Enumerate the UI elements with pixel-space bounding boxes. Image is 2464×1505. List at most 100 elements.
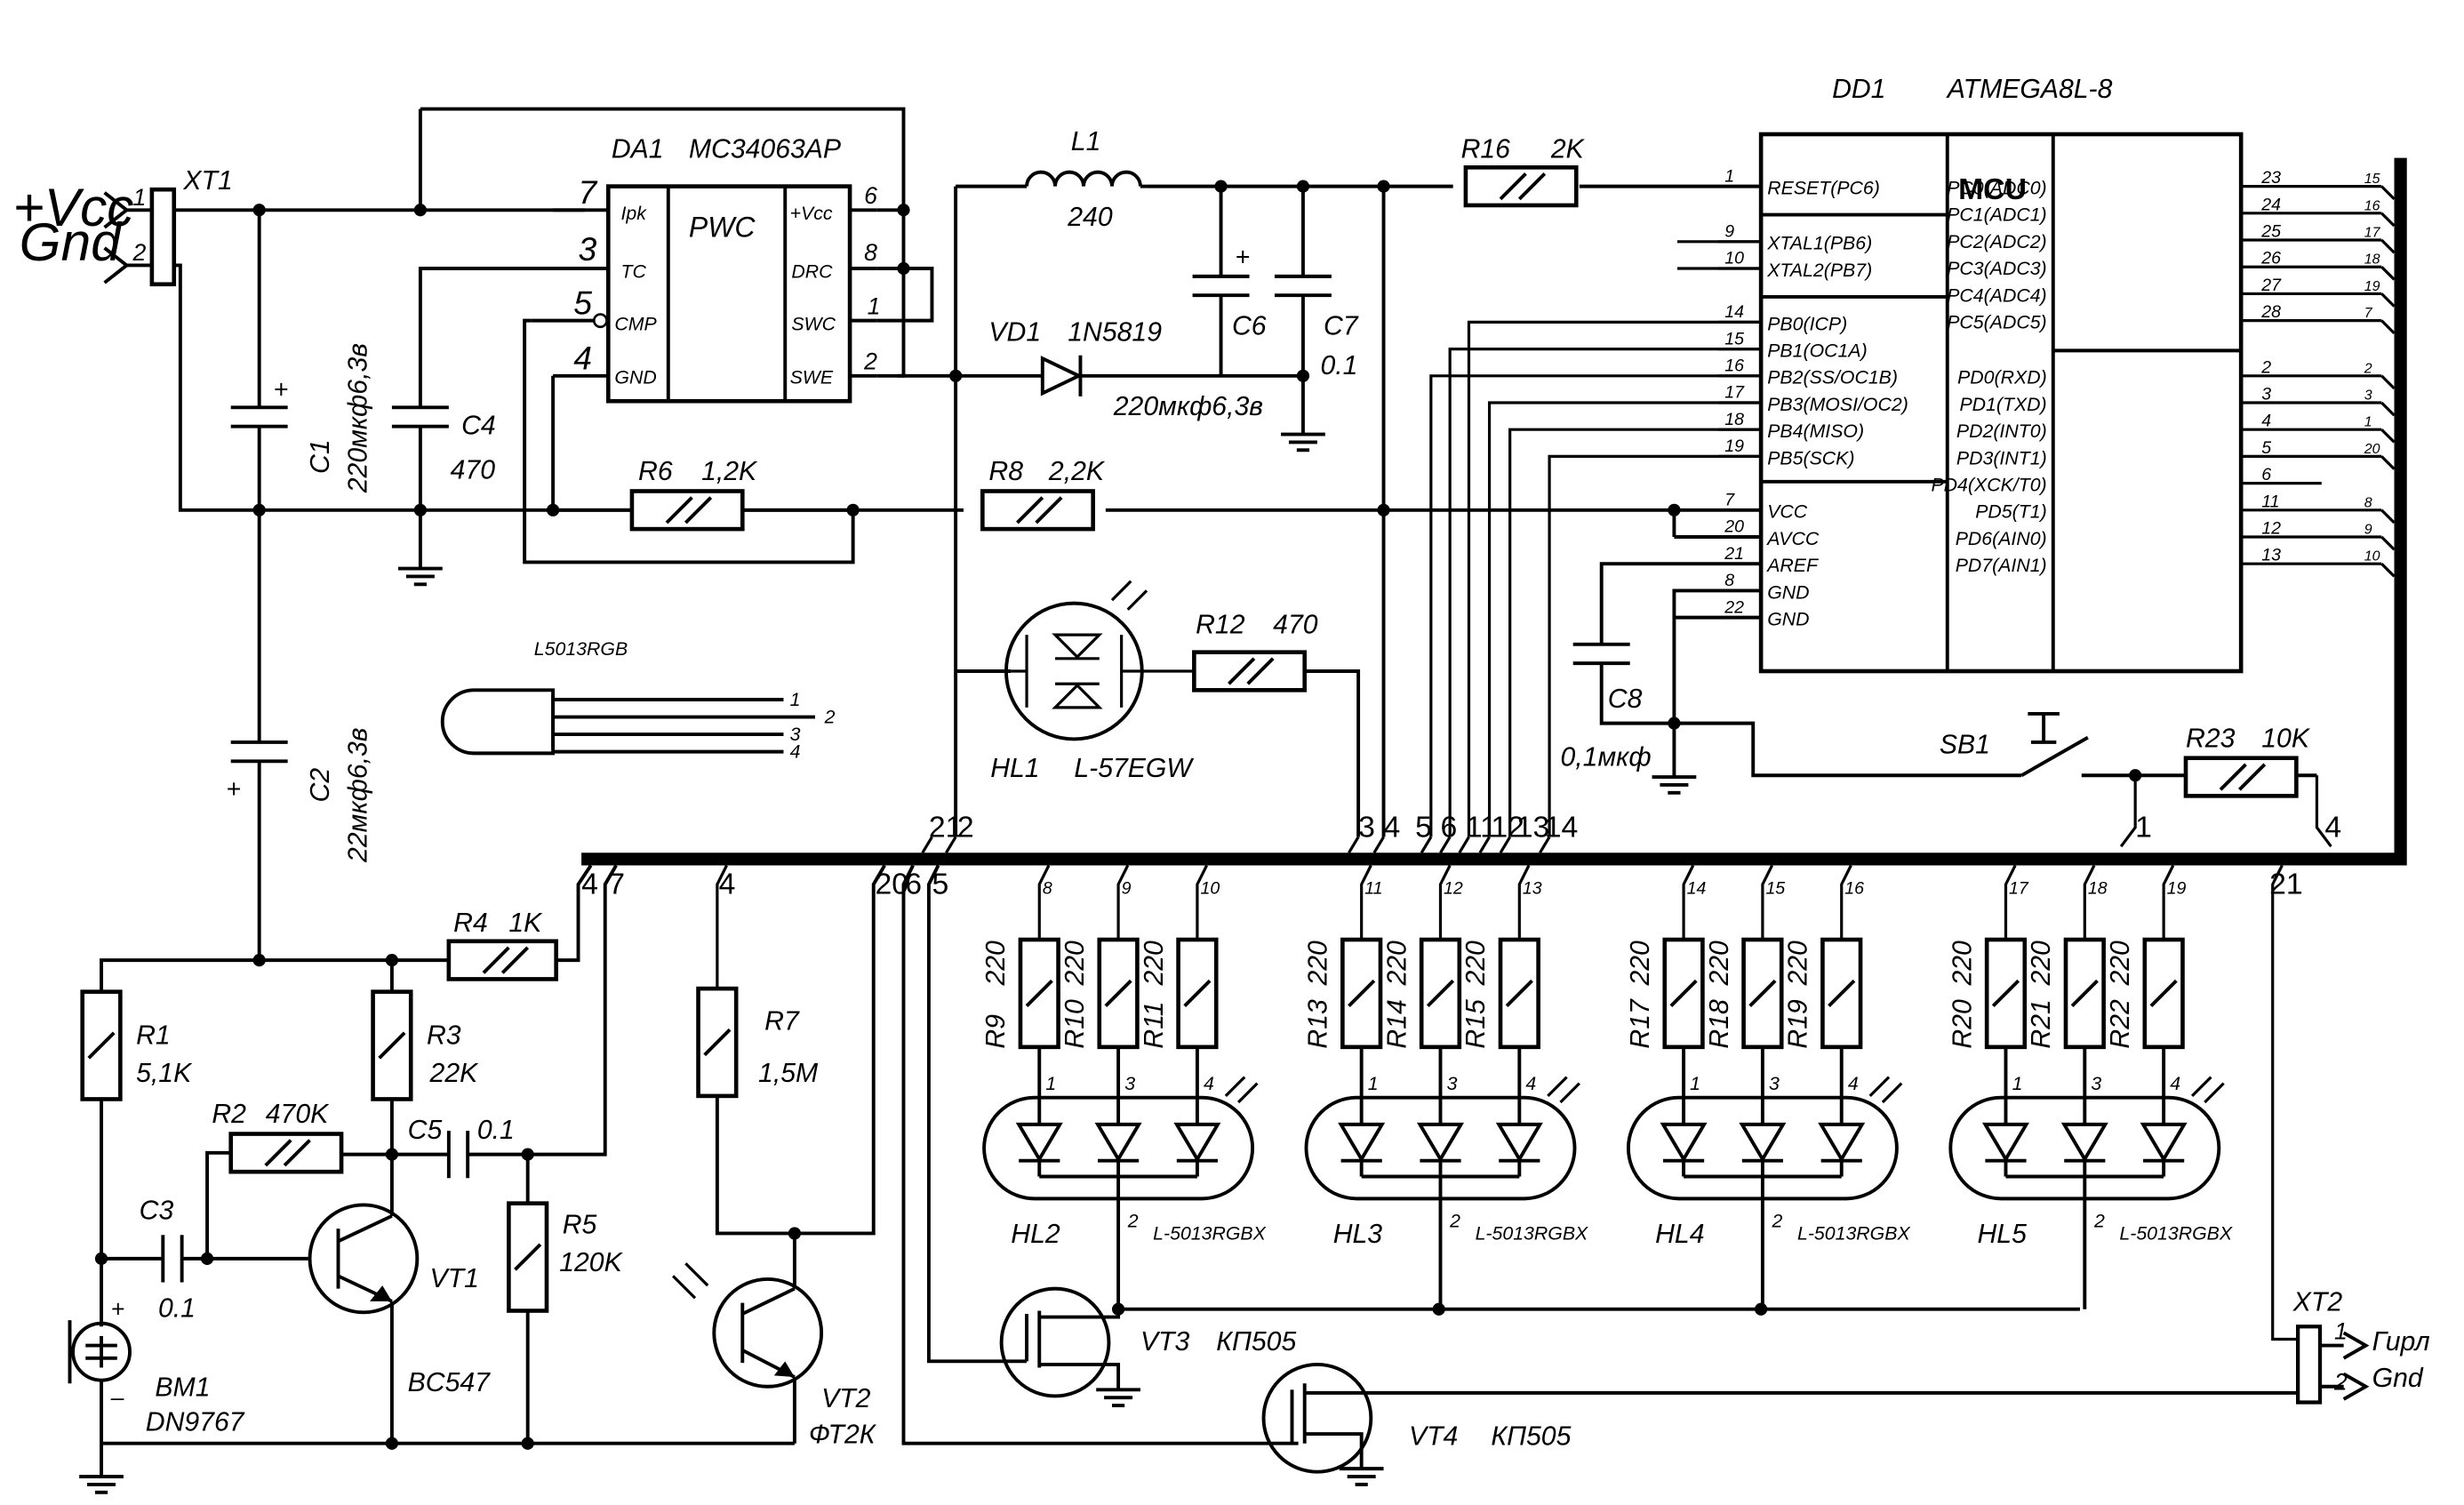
svg-text:1: 1 — [790, 689, 801, 710]
mcu-right-pin-num: 2 — [2260, 357, 2271, 377]
led-resistor-ref: R20 — [1948, 999, 1977, 1049]
mcu-right-pin-num: 25 — [2260, 221, 2281, 241]
bus-drop-wire — [1840, 864, 1852, 941]
svg-text:C6: C6 — [1232, 312, 1267, 341]
bus-top-labels: 21 2 3 4 5 6 11 12 13 14 1 4 — [921, 811, 2341, 854]
svg-text:VT4: VT4 — [1409, 1421, 1458, 1451]
led-resistor-ref: R10 — [1060, 999, 1090, 1049]
mcu-right-pin-num: 11 — [2261, 492, 2279, 511]
r4-resistor: R4 1K — [259, 864, 593, 981]
led-part: L-5013RGBX — [1153, 1223, 1266, 1245]
led-part: L-5013RGBX — [2119, 1223, 2232, 1245]
svg-text:+: + — [274, 376, 289, 404]
led-diode — [2060, 1122, 2108, 1163]
led-resistor-value: 220 — [1382, 941, 1412, 987]
led-diode — [1338, 1122, 1386, 1163]
svg-text:5: 5 — [932, 867, 948, 901]
mcu-right-pin-name: PD3(INT1) — [1956, 447, 2047, 468]
mcu-left-pin-num: 7 — [1724, 490, 1735, 509]
led-resistor-value: 220 — [1948, 941, 1977, 987]
svg-text:6: 6 — [864, 182, 877, 209]
svg-text:5,1K: 5,1K — [136, 1059, 193, 1088]
svg-text:+Vcc: +Vcc — [790, 203, 833, 224]
svg-text:4: 4 — [719, 867, 736, 901]
mcu-right-pin-num: 6 — [2261, 465, 2271, 484]
svg-text:0.1: 0.1 — [1320, 351, 1357, 380]
svg-text:C3: C3 — [140, 1196, 174, 1225]
xt1-gnd-label: Gnd — [20, 212, 124, 272]
svg-text:3: 3 — [1358, 811, 1375, 845]
svg-text:R2: R2 — [212, 1100, 246, 1129]
da1-ref: DA1 — [612, 135, 664, 164]
svg-text:1: 1 — [2334, 1317, 2348, 1344]
svg-text:VT3: VT3 — [1140, 1327, 1190, 1357]
led-pin-label: 1 — [2012, 1073, 2023, 1094]
sb1-button: SB1 — [1940, 712, 2136, 778]
mcu-left-pin-name: PB1(OC1A) — [1767, 340, 1867, 361]
c7-capacitor: C7 0.1 — [1274, 186, 1359, 452]
led-resistor — [1498, 937, 1540, 1050]
mcu-right-pin-name: PD2(INT0) — [1956, 420, 2047, 442]
svg-text:R12: R12 — [1196, 610, 1245, 639]
svg-text:VT2: VT2 — [821, 1384, 871, 1413]
svg-text:2: 2 — [2333, 1368, 2348, 1395]
bm1-microphone: + – BM1 DN9767 — [68, 1258, 795, 1494]
c2-ref: C2 — [306, 768, 335, 803]
vd1-diode: VD1 1N5819 — [956, 318, 1303, 396]
mcu-right-pin-name: PC3(ADC3) — [1947, 258, 2046, 279]
svg-text:21: 21 — [2269, 867, 2303, 901]
mcu-left-pin-num: 20 — [1724, 517, 1744, 537]
mcu-left-pin-num: 16 — [1724, 356, 1744, 375]
bus-drop-num: 19 — [2167, 878, 2187, 898]
led-ref: HL4 — [1655, 1220, 1704, 1249]
bus-drop-num: 12 — [1444, 878, 1463, 898]
vt4-mosfet: VT4 КП505 — [901, 864, 2299, 1486]
led-resistor-ref: R11 — [1140, 1001, 1169, 1048]
mcu-left-pin-name: VCC — [1767, 501, 1808, 523]
mcu-bus-num: 2 — [2364, 361, 2372, 376]
led-resistor-value: 220 — [1140, 941, 1169, 987]
bus-drop-num: 11 — [1364, 878, 1382, 898]
led-diode — [1660, 1122, 1708, 1163]
mcu-right-pin-num: 24 — [2260, 195, 2281, 214]
svg-text:C8: C8 — [1608, 684, 1643, 714]
da1-pwm-ic: DA1 MC34063AP PWC 7 3 5 4 Ipk TC CMP GND… — [523, 135, 880, 564]
c4-ref: C4 — [461, 412, 496, 441]
bus-drop-wire — [1037, 864, 1051, 941]
svg-text:DRC: DRC — [791, 261, 833, 283]
svg-text:Gnd: Gnd — [2372, 1364, 2424, 1393]
svg-text:Гирл: Гирл — [2372, 1327, 2430, 1357]
r23-resistor: R23 10K — [2119, 724, 2332, 848]
led-pin-label: 3 — [1447, 1073, 1458, 1094]
mcu-right-pin-name: PD0(RXD) — [1957, 367, 2047, 388]
mcu-bus-num: 19 — [2364, 279, 2380, 294]
led-resistor-ref: R14 — [1382, 999, 1412, 1048]
c3-capacitor: C3 0.1 — [101, 1196, 308, 1324]
mcu-right-pin-num: 27 — [2260, 276, 2282, 295]
svg-text:1,2K: 1,2K — [701, 457, 758, 486]
svg-text:BM1: BM1 — [155, 1373, 210, 1402]
xt2-garland-connector: XT2 1 2 Гирл Gnd — [2271, 864, 2430, 1405]
mcu-left-pin-name: PB3(MOSI/OC2) — [1767, 394, 1908, 415]
svg-text:470K: 470K — [266, 1100, 330, 1129]
svg-text:220мкф6,3в: 220мкф6,3в — [1113, 392, 1263, 421]
led-pin-label: 1 — [1690, 1073, 1700, 1094]
svg-text:8: 8 — [864, 239, 877, 266]
xt1-pin1: 1 — [133, 184, 147, 211]
mcu-bus-num: 15 — [2364, 172, 2380, 187]
led-diode — [1818, 1122, 1866, 1163]
led-resistor-ref: R22 — [2106, 999, 2135, 1049]
svg-text:2: 2 — [824, 707, 836, 728]
mcu-bus-num: 18 — [2364, 252, 2380, 268]
svg-text:13: 13 — [1516, 811, 1550, 845]
r2-resistor: R2 470K — [205, 1100, 392, 1259]
xt1-ref: XT1 — [182, 166, 232, 196]
svg-text:R8: R8 — [988, 457, 1023, 486]
bus-drop-wire — [1438, 864, 1452, 941]
svg-text:1: 1 — [2135, 811, 2152, 845]
led-diode — [2140, 1122, 2188, 1163]
r12-resistor: R12 470 — [1192, 610, 1361, 837]
